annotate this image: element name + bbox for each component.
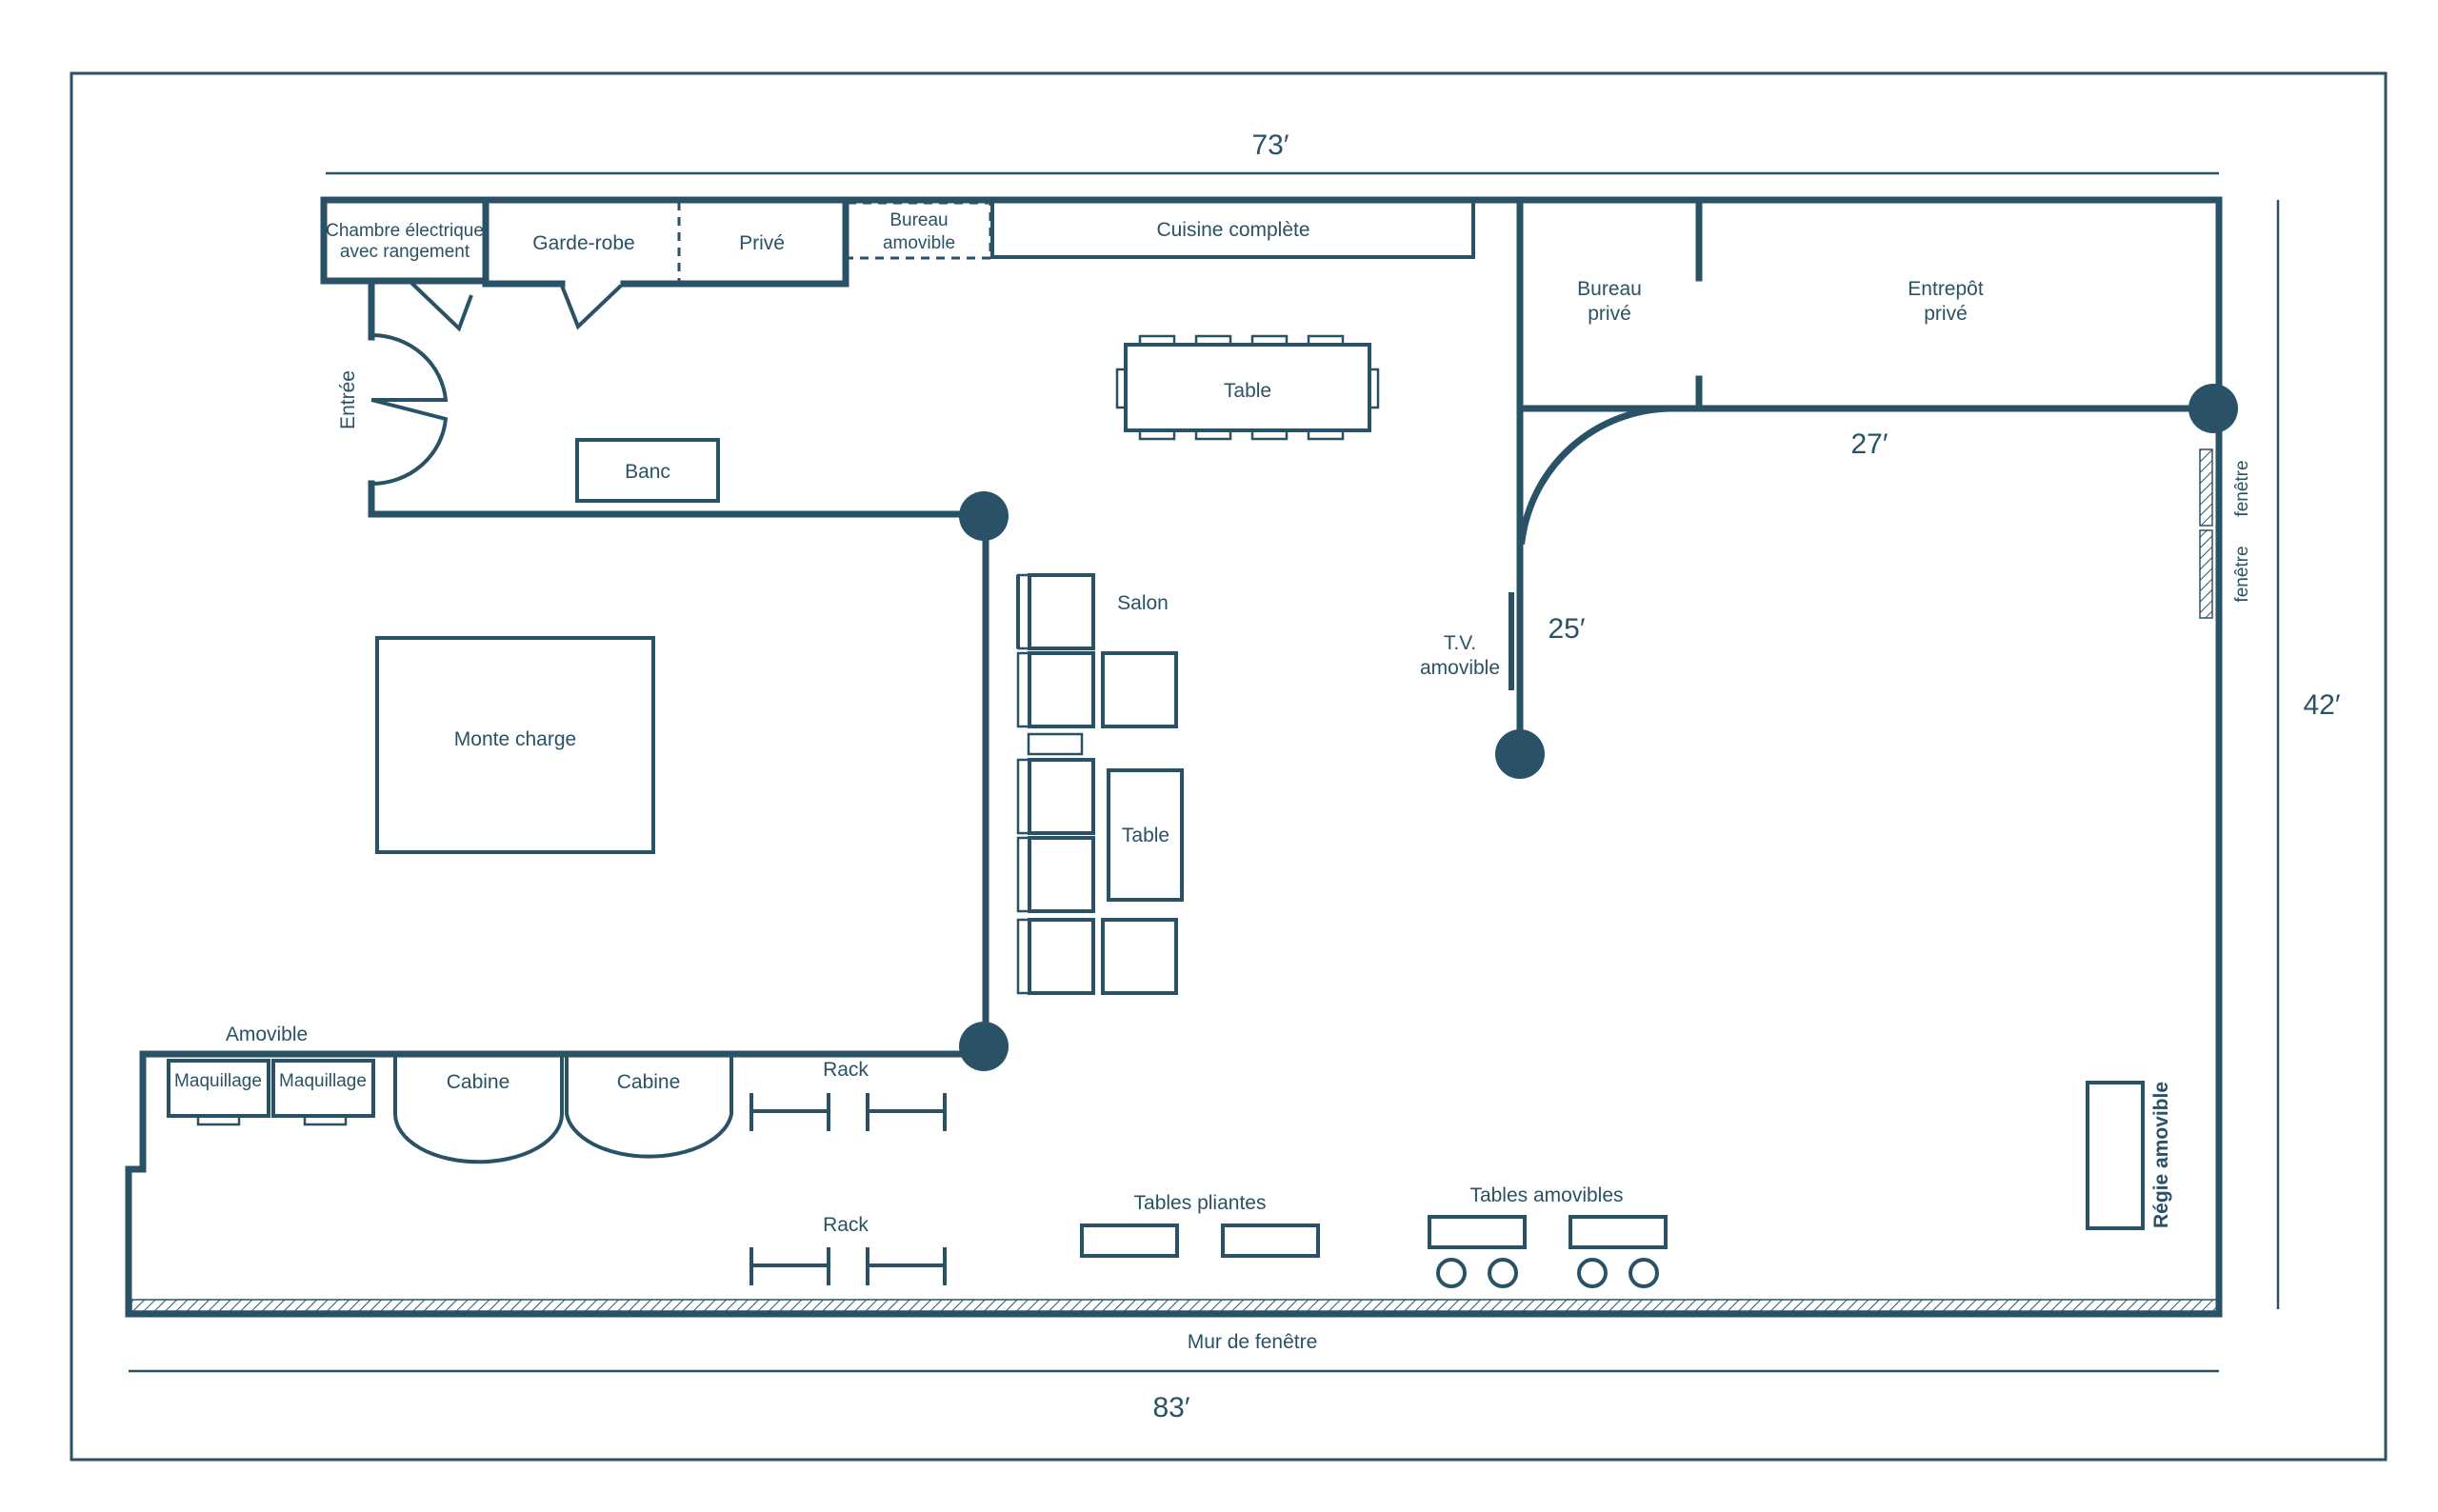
dimension-bottom: 83′ (1153, 1392, 1190, 1423)
entry-door-icon (370, 332, 449, 487)
mobile-table-2-wheel-b (1629, 1258, 1659, 1288)
makeup-label-1: Maquillage (174, 1071, 262, 1091)
mobile-control-room-label: Régie amovible (2150, 1082, 2172, 1228)
mobile-table-1-wheel-a (1436, 1258, 1467, 1288)
rack-bottom (749, 1247, 947, 1285)
mobile-office-label-2: amovible (883, 233, 955, 253)
makeup-label-2: Maquillage (279, 1071, 367, 1091)
sliding-door-arc (1518, 405, 1672, 545)
cabin-label-1: Cabine (447, 1071, 510, 1093)
kitchen-label: Cuisine complète (1156, 219, 1309, 241)
page-frame (70, 71, 2388, 1462)
electrical-room-label-2: avec rangement (340, 242, 470, 262)
storage-label-2: privé (1924, 303, 1968, 325)
freight-elevator-label: Monte charge (454, 728, 576, 750)
private-label: Privé (739, 232, 785, 254)
dining-chairs (1115, 334, 1380, 441)
kitchen-counter (990, 198, 1475, 259)
entrance-label: Entrée (337, 370, 359, 429)
window-upper-icon (2199, 448, 2213, 527)
makeup-stool-1 (196, 1114, 241, 1126)
dimension-inner-horizontal: 27′ (1851, 428, 1888, 460)
folding-table-2 (1221, 1224, 1320, 1258)
window-wall-hatch (130, 1299, 2218, 1312)
wardrobe-label: Garde-robe (532, 232, 634, 254)
electrical-room (320, 196, 490, 285)
mobile-table-1 (1428, 1215, 1527, 1249)
mobile-table-2 (1569, 1215, 1668, 1249)
lounge-seating (1016, 573, 1184, 995)
tv-label-2: amovible (1420, 657, 1500, 679)
upper-left-wall (368, 480, 989, 518)
mobile-table-1-wheel-b (1488, 1258, 1518, 1288)
mobile-office-label-1: Bureau (889, 210, 948, 230)
makeup-stool-2 (303, 1114, 348, 1126)
dimension-right: 42′ (2304, 689, 2341, 721)
cabin-1 (393, 1054, 564, 1164)
rack-bottom-label: Rack (823, 1214, 869, 1236)
dimension-top: 73′ (1252, 129, 1289, 161)
bench (575, 438, 720, 503)
window-lower-icon (2199, 529, 2213, 619)
private-office-label-1: Bureau (1577, 278, 1642, 300)
mobile-control-room (2086, 1081, 2145, 1230)
bench-label: Banc (625, 461, 670, 483)
lounge-label: Salon (1117, 592, 1169, 614)
folding-tables-label: Tables pliantes (1134, 1192, 1267, 1214)
window-lower-label: fenêtre (2232, 546, 2252, 602)
electrical-door-icon (410, 281, 473, 332)
cabin-2 (565, 1054, 733, 1159)
mobile-tables-label: Tables amovibles (1469, 1184, 1623, 1206)
lounge-table-label: Table (1122, 825, 1169, 846)
removable-label: Amovible (226, 1024, 308, 1045)
mobile-table-2-wheel-a (1577, 1258, 1608, 1288)
dimension-inner-vertical: 25′ (1549, 613, 1586, 645)
cabin-label-2: Cabine (617, 1071, 681, 1093)
dining-table-label: Table (1224, 380, 1271, 402)
tv-label-1: T.V. (1444, 632, 1476, 654)
window-wall-label: Mur de fenêtre (1188, 1331, 1318, 1353)
window-upper-label: fenêtre (2232, 460, 2252, 516)
wardrobe-door-icon (560, 284, 623, 330)
freight-elevator (375, 636, 655, 854)
private-office-label-2: privé (1588, 303, 1631, 325)
exterior-wall (125, 196, 2223, 1318)
rack-top-label: Rack (823, 1059, 869, 1081)
electrical-room-label-1: Chambre électrique (326, 221, 484, 241)
folding-table-1 (1080, 1224, 1179, 1258)
rack-top (749, 1093, 947, 1131)
storage-label-1: Entrepôt (1908, 278, 1984, 300)
